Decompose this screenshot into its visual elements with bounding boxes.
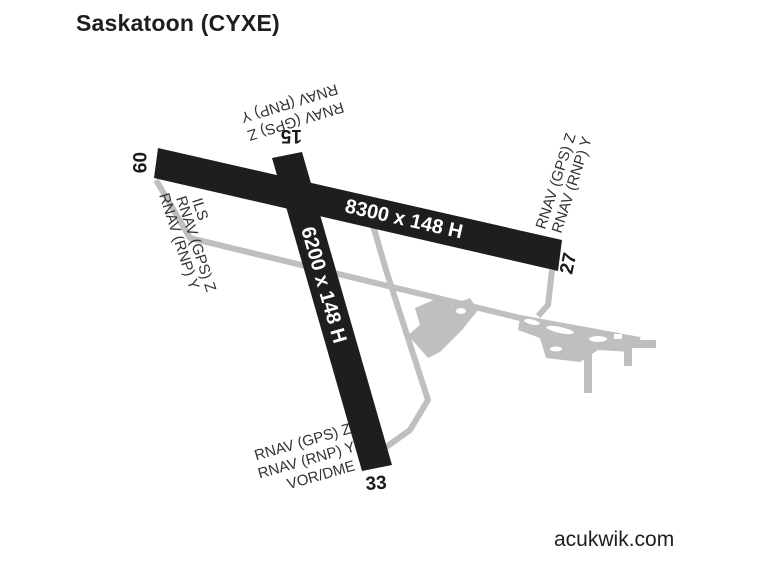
runway-09-27-dimensions: 8300 x 148 H xyxy=(343,195,465,243)
svg-text:ILS: ILS xyxy=(188,196,211,223)
runway-end-09: 09 xyxy=(128,152,149,173)
airport-title: Saskatoon (CYXE) xyxy=(76,10,280,36)
apron-areas xyxy=(408,298,656,393)
source-credit: acukwik.com xyxy=(554,528,675,551)
runway-end-33: 33 xyxy=(365,473,388,495)
approaches-33: RNAV (GPS) Z RNAV (RNP) Y VOR/DME xyxy=(253,421,358,494)
runway-end-15: 15 xyxy=(280,125,302,146)
runway-end-27: 27 xyxy=(556,251,581,276)
approaches-27: RNAV (GPS) Z RNAV (RNP) Y xyxy=(533,131,596,235)
runway-09-27: 8300 x 148 H xyxy=(154,148,562,271)
apron-holes xyxy=(456,308,622,352)
